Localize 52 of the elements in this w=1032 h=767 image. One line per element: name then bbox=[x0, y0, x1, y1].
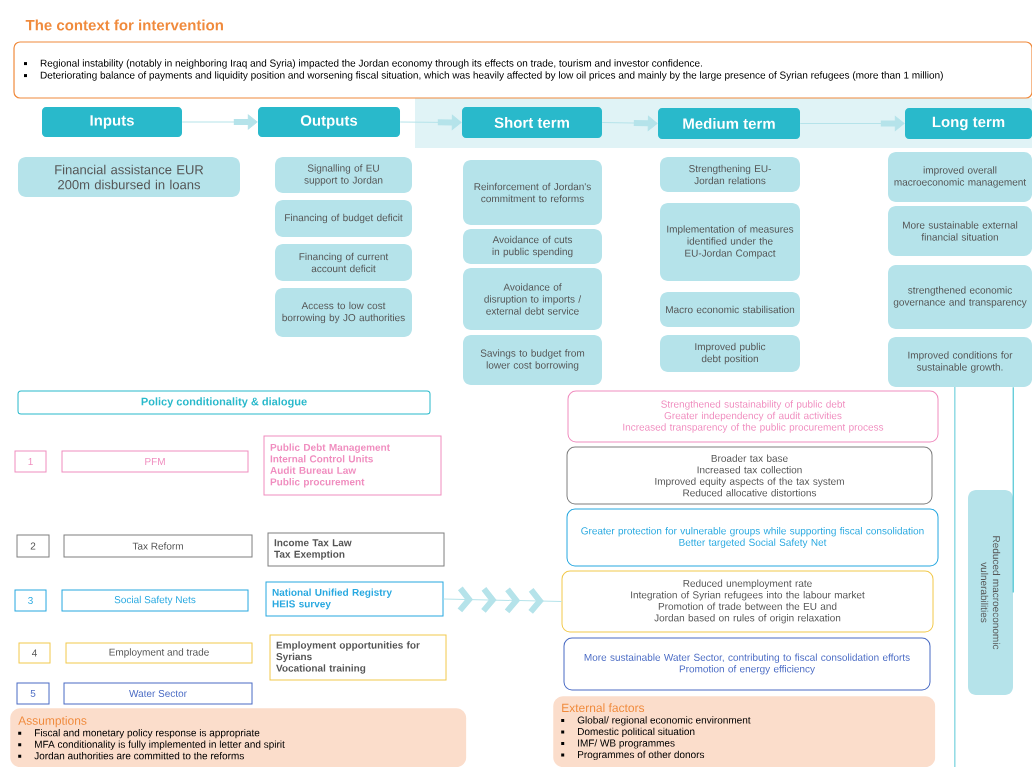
arrow bbox=[181, 114, 258, 130]
number-box: 5 bbox=[16, 682, 50, 705]
assumptions-box: Assumptions Fiscal and monetary policy response is appropriate MFA conditionality is fully implemented in letter and spirit Jordan authorities are committed to the reforms bbox=[10, 708, 467, 767]
arrow bbox=[399, 114, 462, 130]
arrow bbox=[799, 115, 905, 132]
outcome-box: Avoidance of disruption to imports / external debt service bbox=[463, 268, 602, 330]
output-box: Financing of current account deficit bbox=[275, 244, 412, 281]
external-factors-box: External factors Global/ regional economic environment Domestic political situation IMF/ WB programmes Programmes of other donors bbox=[553, 696, 936, 767]
area-box: Water Sector bbox=[63, 682, 253, 705]
measures-box: Public Debt Management Internal Control Units Audit Bureau Law Public procurement bbox=[263, 435, 442, 496]
impact-box: Reduced macroeconomic vulnerabilities bbox=[968, 490, 1013, 695]
area-box: Employment and trade bbox=[65, 642, 253, 664]
result-box: Reduced unemployment rate Integration of Syrian refugees into the labour market Promotion of trade between the EU and Jordan based on rules of origin relaxation bbox=[561, 570, 934, 633]
stage-header: Outputs bbox=[258, 107, 400, 137]
stage-header: Short term bbox=[462, 107, 602, 138]
number-box: 1 bbox=[14, 450, 47, 473]
outcome-box: Implementation of measures identified under the EU-Jordan Compact bbox=[660, 203, 800, 281]
outcome-box: More sustainable external financial situation bbox=[888, 206, 1032, 256]
output-box: Access to low cost borrowing by JO authorities bbox=[275, 288, 412, 337]
area-box: Tax Reform bbox=[63, 534, 253, 558]
measures-box: Employment opportunities for Syrians Vocational training bbox=[269, 634, 447, 681]
area-box: Social Safety Nets bbox=[61, 589, 249, 612]
result-box: Greater protection for vulnerable groups while supporting fiscal consolidation Better targeted Social Safety Net bbox=[566, 508, 939, 567]
measures-box: National Unified Registry HEIS survey bbox=[265, 581, 444, 617]
policy-banner: Policy conditionality & dialogue bbox=[17, 390, 431, 415]
connector-line bbox=[1012, 386, 1014, 593]
number-box: 2 bbox=[16, 534, 50, 558]
outcome-box: Improved public debt position bbox=[660, 335, 800, 372]
input-box: Financial assistance EUR 200m disbursed in loans bbox=[18, 157, 240, 197]
area-box: PFM bbox=[61, 450, 249, 473]
outcome-box: improved overall macroeconomic management bbox=[888, 152, 1032, 202]
context-box: Regional instability (notably in neighboring Iraq and Syria) impacted the Jordan economy through its effects on trade, tourism and investor confidence. Deteriorating balance of payments and liquidity position and worsening fiscal situation, which was heavily affected by low oil prices and mainly by the large presence of Syrian refugees (more than 1 million) bbox=[13, 41, 1032, 99]
output-box: Financing of budget deficit bbox=[275, 200, 412, 237]
outcome-box: Macro economic stabilisation bbox=[660, 292, 800, 327]
result-box: Broader tax base Increased tax collection Improved equity aspects of the tax system Reduced allocative distortions bbox=[566, 446, 933, 505]
arrow bbox=[601, 115, 658, 131]
measures-box: Income Tax Law Tax Exemption bbox=[267, 532, 445, 567]
outcome-box: Avoidance of cuts in public spending bbox=[463, 229, 602, 264]
result-box: More sustainable Water Sector, contributing to fiscal consolidation efforts Promotion of energy efficiency bbox=[563, 637, 931, 691]
outcome-box: Strengthening EU-Jordan relations bbox=[660, 157, 800, 192]
stage-header: Long term bbox=[905, 108, 1032, 139]
outcome-box: Savings to budget from lower cost borrowing bbox=[463, 335, 602, 385]
stage-header: Medium term bbox=[658, 108, 800, 139]
outcome-box: Improved conditions for sustainable growth. bbox=[888, 337, 1032, 387]
stage-header: Inputs bbox=[42, 107, 182, 137]
outcome-box: strengthened economic governance and transparency bbox=[888, 265, 1032, 329]
outcome-box: Reinforcement of Jordan's commitment to reforms bbox=[463, 160, 602, 225]
number-box: 4 bbox=[18, 642, 51, 664]
output-box: Signalling of EU support to Jordan bbox=[275, 157, 412, 193]
title: The context for intervention bbox=[25, 19, 223, 31]
number-box: 3 bbox=[14, 589, 47, 612]
result-box: Strengthened sustainability of public debt Greater independency of audit activities Increased transparency of the public procurement process bbox=[567, 390, 939, 443]
